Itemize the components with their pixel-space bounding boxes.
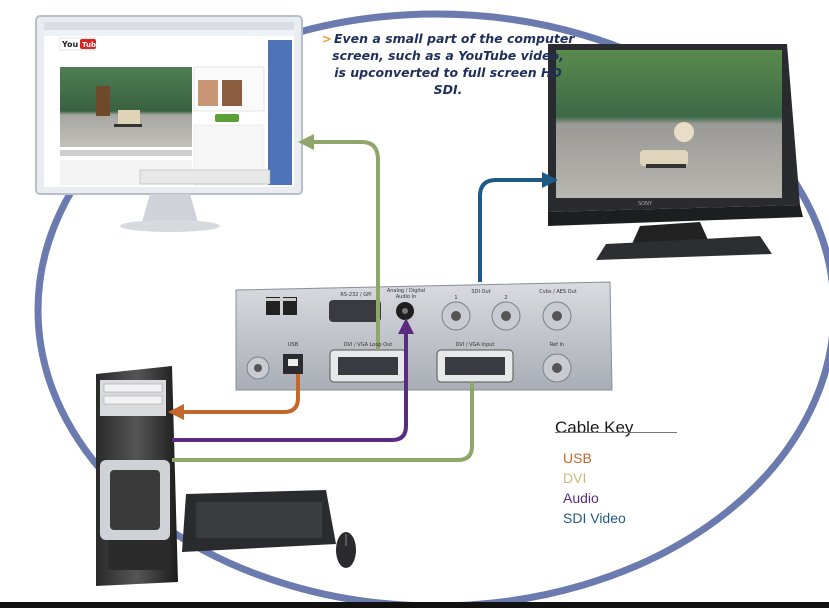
converter-box bbox=[235, 281, 613, 391]
computer-tower bbox=[96, 366, 178, 586]
callout-arrow-icon: > bbox=[321, 31, 332, 46]
port-label-dvi-loop: DVI / VGA Loop Out bbox=[343, 342, 393, 348]
cable-key-audio: Audio bbox=[563, 490, 599, 506]
callout-text: >Even a small part of the computer scree… bbox=[321, 31, 575, 97]
port-label-usb: USB bbox=[287, 342, 299, 348]
computer-monitor: You Tube bbox=[35, 15, 303, 232]
cable-key-sdi-video: SDI Video bbox=[563, 510, 626, 526]
svg-text:Tube: Tube bbox=[82, 41, 101, 49]
cable-key-underline bbox=[555, 432, 677, 433]
mouse bbox=[336, 532, 356, 568]
port-label-cvbs: Cvbs / AES Out bbox=[539, 289, 577, 295]
keyboard bbox=[182, 490, 336, 552]
port-label-dvi-input: DVI / VGA Input bbox=[455, 342, 495, 348]
usb-cable bbox=[182, 374, 300, 414]
audio-arrow-icon bbox=[398, 318, 414, 334]
usb-arrow-icon bbox=[168, 404, 184, 420]
dvi-input-cable bbox=[172, 382, 474, 462]
dvi-arrow-icon bbox=[298, 134, 314, 150]
cable-key-usb: USB bbox=[563, 450, 592, 466]
hd-monitor: SONY bbox=[548, 44, 803, 260]
port-label-sdi-out-2: 2 bbox=[504, 295, 508, 301]
dvi-cable-to-monitor bbox=[312, 140, 380, 350]
cable-key-dvi: DVI bbox=[563, 470, 587, 486]
port-label-sdi-out-1: 1 bbox=[454, 295, 458, 301]
cable-key-title: Cable Key bbox=[555, 418, 634, 437]
svg-text:You: You bbox=[61, 40, 79, 49]
port-label-audio-in: Analog / Digital Audio In bbox=[386, 288, 426, 300]
svg-text:SONY: SONY bbox=[638, 201, 653, 207]
sdi-arrow-icon bbox=[542, 172, 558, 188]
port-label-ref-in: Ref In bbox=[549, 342, 565, 348]
bottom-bar bbox=[0, 602, 829, 608]
sdi-cable-to-hd-monitor bbox=[478, 178, 544, 282]
port-label-rs232: RS-232 / GPI bbox=[340, 292, 372, 298]
audio-cable bbox=[172, 332, 408, 442]
port-label-sdi-out: SDI Out bbox=[471, 289, 491, 295]
